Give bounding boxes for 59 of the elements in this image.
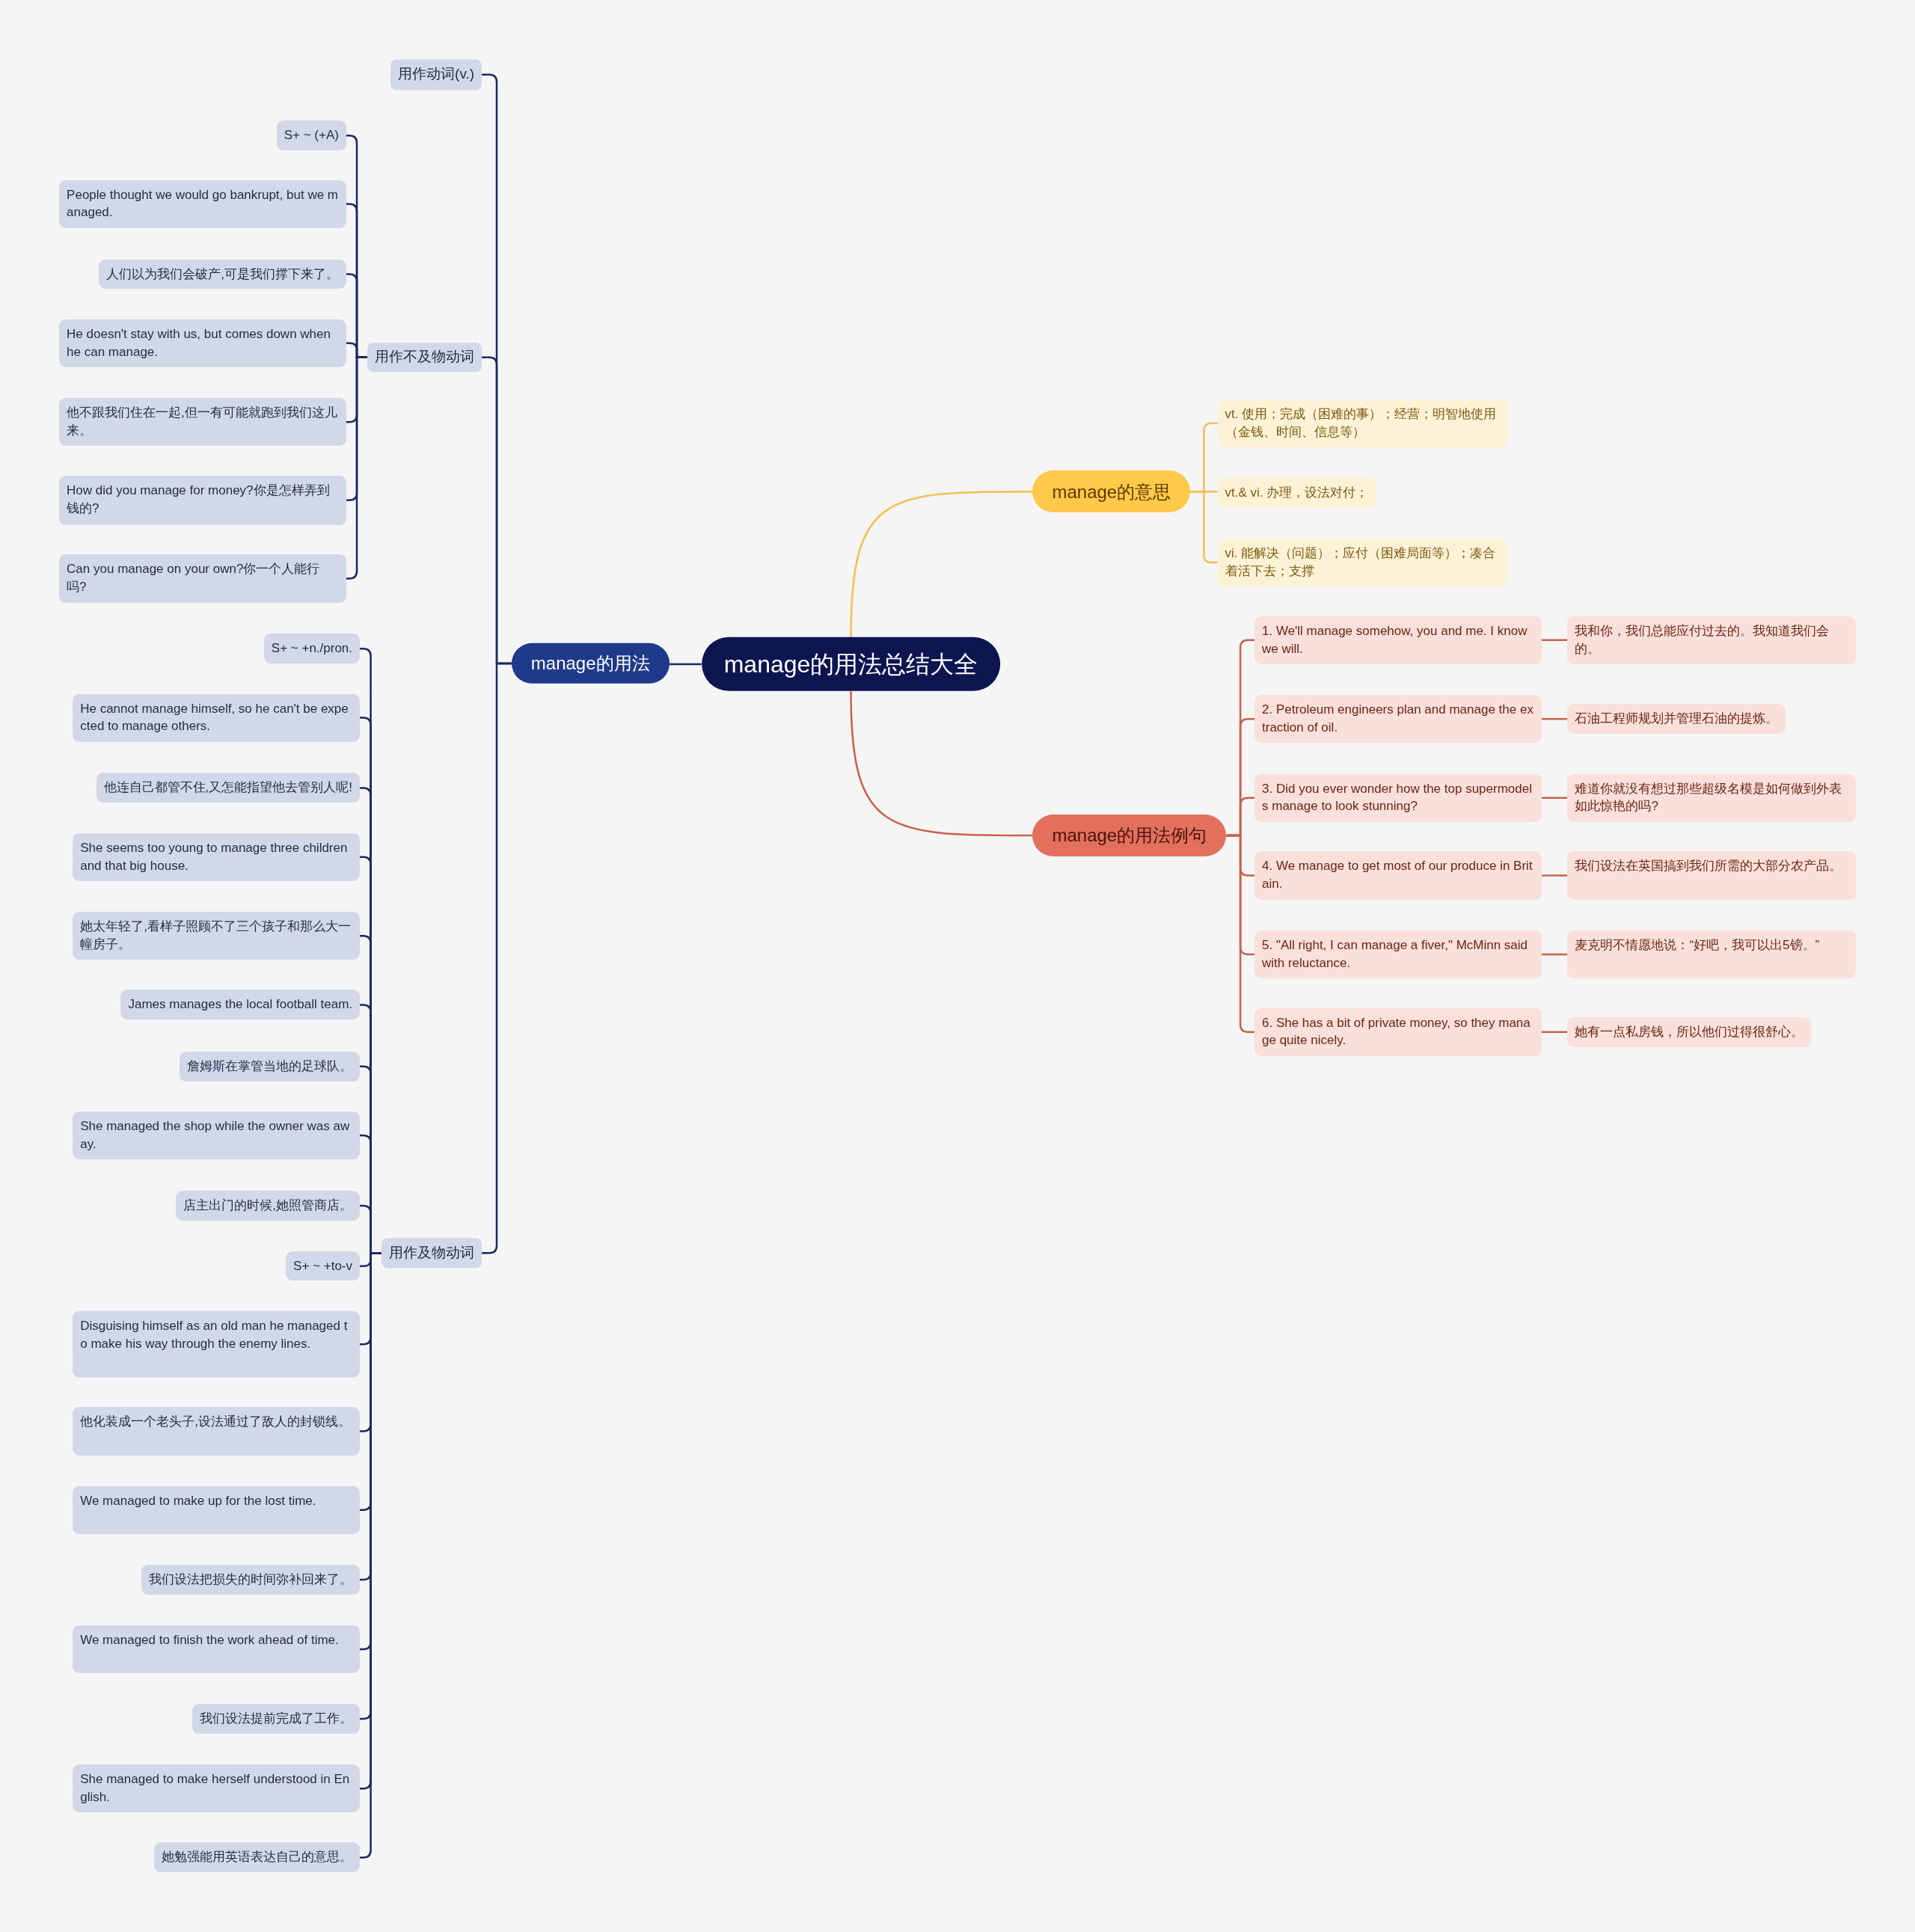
connector-line: [1541, 797, 1568, 799]
example-box: S+ ~ (+A): [276, 120, 346, 151]
example-box: 石油工程师规划并管理石油的提炼。: [1567, 704, 1786, 735]
example-box: James manages the local football team.: [120, 990, 361, 1020]
connector-line: [1541, 874, 1568, 877]
subtopic-box: 用作及物动词: [382, 1238, 482, 1269]
example-box: 我们设法在英国搞到我们所需的大部分农产品。: [1567, 851, 1856, 900]
connector-line: [1226, 834, 1254, 1033]
example-box: 1. We'll manage somehow, you and me. I know we will.: [1254, 616, 1542, 664]
example-box: 店主出门的时候,她照管商店。: [176, 1191, 361, 1221]
example-box: 难道你就没有想过那些超级名模是如何做到外表如此惊艳的吗?: [1567, 773, 1856, 822]
example-box: 我们设法提前完成了工作。: [192, 1704, 361, 1734]
example-box: People thought we would go bankrupt, but we managed.: [59, 180, 346, 228]
example-box: 他不跟我们住在一起,但一有可能就跑到我们这儿来。: [59, 398, 346, 447]
central-topic: manage的用法总结大全: [701, 637, 1001, 692]
example-box: 2. Petroleum engineers plan and manage the extraction of oil.: [1254, 695, 1542, 743]
example-box: 他化装成一个老头子,设法通过了敌人的封锁线。: [73, 1407, 361, 1456]
connector-line: [1541, 1031, 1568, 1033]
example-box: He cannot manage himself, so he can't be expected to manage others.: [73, 693, 361, 742]
connector-line: [1541, 718, 1568, 720]
example-box: 她有一点私房钱，所以他们过得很舒心。: [1567, 1017, 1812, 1048]
connector-line: [1541, 953, 1568, 956]
example-box: She seems too young to manage three children and that big house.: [73, 832, 361, 881]
meaning-box: vt. 使用；完成（困难的事）；经营；明智地使用（金钱、时间、信息等）: [1217, 399, 1507, 447]
example-box: 4. We manage to get most of our produce in Britain.: [1254, 851, 1542, 900]
subtopic-box: 用作不及物动词: [367, 342, 482, 372]
example-box: She managed the shop while the owner was away.: [73, 1111, 361, 1160]
example-box: Disguising himself as an old man he managed to make his way through the enemy lines.: [73, 1310, 361, 1378]
example-box: S+ ~ +n./pron.: [263, 634, 361, 664]
example-box: Can you manage on your own?你一个人能行吗?: [59, 554, 346, 603]
connector-line: [1541, 639, 1568, 642]
example-box: 她勉强能用英语表达自己的意思。: [154, 1842, 361, 1873]
example-box: She managed to make herself understood in English.: [73, 1764, 361, 1813]
example-box: How did you manage for money?你是怎样弄到钱的?: [59, 475, 346, 525]
connector-line: [669, 663, 702, 666]
example-box: S+ ~ +to-v: [286, 1251, 361, 1281]
subtopic-box: 用作动词(v.): [390, 59, 482, 91]
example-box: 她太年轻了,看样子照顾不了三个孩子和那么大一幢房子。: [73, 912, 361, 960]
example-box: He doesn't stay with us, but comes down when he can manage.: [59, 319, 346, 367]
connector-line: [850, 691, 1033, 837]
example-box: 5. "All right, I can manage a fiver," McMinn said with reluctance.: [1254, 930, 1542, 978]
example-box: We managed to make up for the lost time.: [73, 1485, 361, 1534]
example-box: 麦克明不情愿地说：“好吧，我可以出5镑。”: [1567, 930, 1856, 978]
example-box: We managed to finish the work ahead of time.: [73, 1625, 361, 1674]
example-box: 人们以为我们会破产,可是我们撑下来了。: [99, 259, 346, 289]
connector-line: [850, 491, 1033, 637]
example-box: 6. She has a bit of private money, so they manage quite nicely.: [1254, 1008, 1542, 1056]
main-topic: manage的用法: [511, 643, 670, 684]
example-box: 我们设法把损失的时间弥补回来了。: [141, 1565, 361, 1595]
main-topic: manage的意思: [1032, 470, 1191, 513]
example-box: 3. Did you ever wonder how the top supermodels manage to look stunning?: [1254, 773, 1542, 822]
example-box: 我和你，我们总能应付过去的。我知道我们会的。: [1567, 616, 1856, 664]
example-box: 詹姆斯在掌管当地的足球队。: [180, 1051, 361, 1082]
example-box: 他连自己都管不住,又怎能指望他去管别人呢!: [96, 773, 361, 803]
main-topic: manage的用法例句: [1032, 814, 1227, 856]
meaning-box: vi. 能解决（问题）；应付（困难局面等）；凑合着活下去；支撑: [1217, 538, 1507, 587]
connector-line: [1190, 491, 1218, 564]
connector-line: [482, 662, 512, 1254]
meaning-box: vt.& vi. 办理，设法对付；: [1217, 478, 1376, 508]
